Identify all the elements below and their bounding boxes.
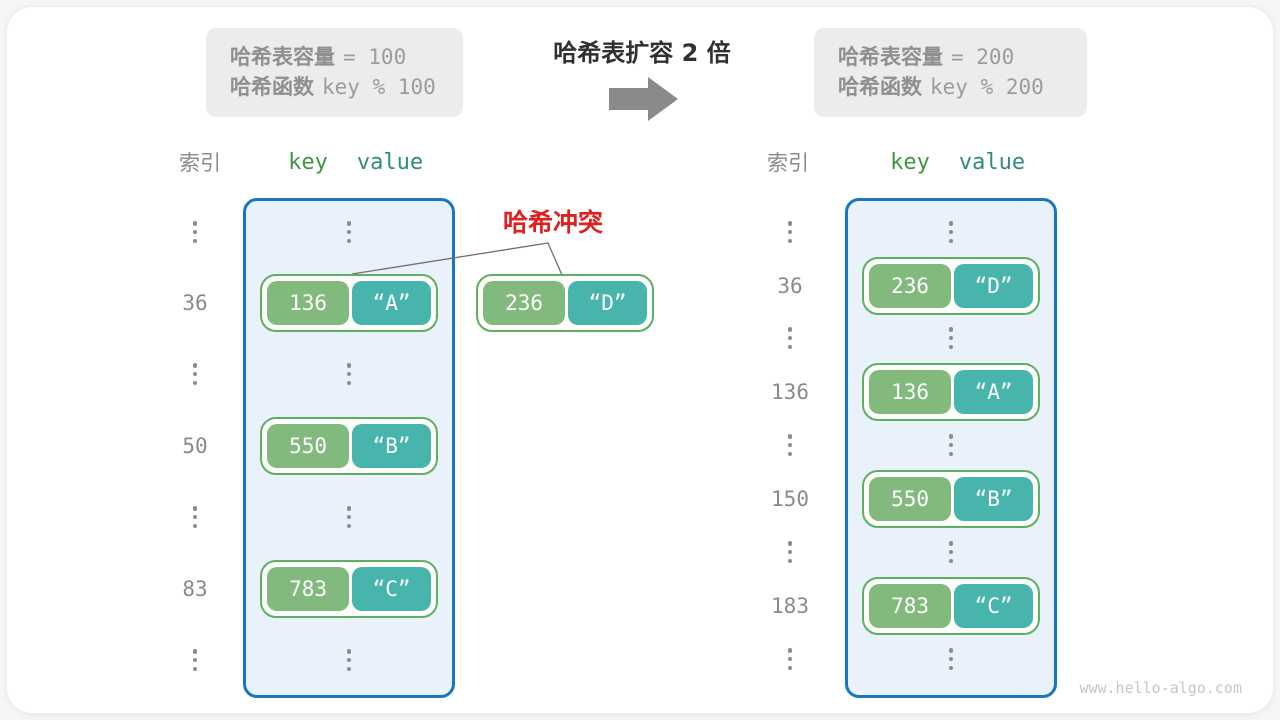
function-line-after: 哈希函数 key % 200	[838, 77, 1087, 98]
pair-value: “A”	[352, 281, 431, 325]
pair-value: “B”	[954, 477, 1033, 521]
pair-value: “D”	[568, 281, 647, 325]
capacity-label: 哈希表容量	[230, 45, 335, 69]
info-box-before: 哈希表容量 = 100 哈希函数 key % 100	[206, 28, 463, 117]
pair-key: 783	[869, 584, 952, 628]
right-header-key: key	[890, 150, 930, 175]
ellipsis-icon	[192, 506, 198, 528]
function-value: key % 100	[322, 75, 436, 99]
right-header-value: value	[958, 150, 1026, 175]
pair-value: “C”	[954, 584, 1033, 628]
pair-value: “A”	[954, 370, 1033, 414]
pair-783-C: 783 “C”	[862, 577, 1040, 635]
pair-key: 236	[483, 281, 566, 325]
ellipsis-icon	[787, 221, 793, 243]
ellipsis-icon	[948, 434, 954, 456]
pair-550-B: 550 “B”	[260, 417, 438, 475]
function-label: 哈希函数	[230, 75, 314, 99]
pair-key: 236	[869, 264, 952, 308]
ellipsis-icon	[948, 327, 954, 349]
ellipsis-icon	[346, 221, 352, 243]
right-index-36: 36	[777, 274, 803, 298]
ellipsis-icon	[346, 506, 352, 528]
function-line-before: 哈希函数 key % 100	[230, 77, 463, 98]
ellipsis-icon	[346, 363, 352, 385]
ellipsis-icon	[192, 649, 198, 671]
left-header-index: 索引	[179, 151, 221, 175]
right-index-150: 150	[771, 487, 809, 511]
pair-key: 550	[869, 477, 952, 521]
pair-236-D: 236 “D”	[862, 257, 1040, 315]
diagram-card	[6, 6, 1274, 714]
left-index-36: 36	[182, 291, 208, 315]
pair-value: “C”	[352, 567, 431, 611]
ellipsis-icon	[192, 363, 198, 385]
capacity-value: = 200	[951, 45, 1015, 69]
watermark: www.hello-algo.com	[1079, 679, 1242, 697]
ellipsis-icon	[346, 649, 352, 671]
pair-136-A: 136 “A”	[260, 274, 438, 332]
left-header-value: value	[356, 150, 424, 175]
ellipsis-icon	[948, 221, 954, 243]
collision-label: 哈希冲突	[502, 208, 603, 237]
right-header-index: 索引	[767, 151, 809, 175]
function-label: 哈希函数	[838, 75, 922, 99]
pair-key: 783	[267, 567, 350, 611]
left-index-83: 83	[182, 577, 208, 601]
ellipsis-icon	[192, 221, 198, 243]
capacity-line-after: 哈希表容量 = 200	[838, 47, 1087, 68]
pair-key: 136	[267, 281, 350, 325]
expand-title: 哈希表扩容 2 倍	[553, 39, 731, 67]
info-box-after: 哈希表容量 = 200 哈希函数 key % 200	[814, 28, 1087, 117]
capacity-line-before: 哈希表容量 = 100	[230, 47, 463, 68]
right-index-183: 183	[771, 594, 809, 618]
ellipsis-icon	[948, 541, 954, 563]
left-header-key: key	[288, 150, 328, 175]
left-index-50: 50	[182, 434, 208, 458]
pair-136-A: 136 “A”	[862, 363, 1040, 421]
function-value: key % 200	[930, 75, 1044, 99]
expand-arrow-icon	[609, 77, 678, 121]
pair-key: 550	[267, 424, 350, 468]
pair-key: 136	[869, 370, 952, 414]
ellipsis-icon	[787, 327, 793, 349]
capacity-value: = 100	[343, 45, 407, 69]
ellipsis-icon	[787, 434, 793, 456]
ellipsis-icon	[948, 648, 954, 670]
pair-value: “B”	[352, 424, 431, 468]
pair-550-B: 550 “B”	[862, 470, 1040, 528]
ellipsis-icon	[787, 541, 793, 563]
pair-783-C: 783 “C”	[260, 560, 438, 618]
capacity-label: 哈希表容量	[838, 45, 943, 69]
pair-236-D-colliding: 236 “D”	[476, 274, 654, 332]
pair-value: “D”	[954, 264, 1033, 308]
ellipsis-icon	[787, 648, 793, 670]
right-index-136: 136	[771, 380, 809, 404]
